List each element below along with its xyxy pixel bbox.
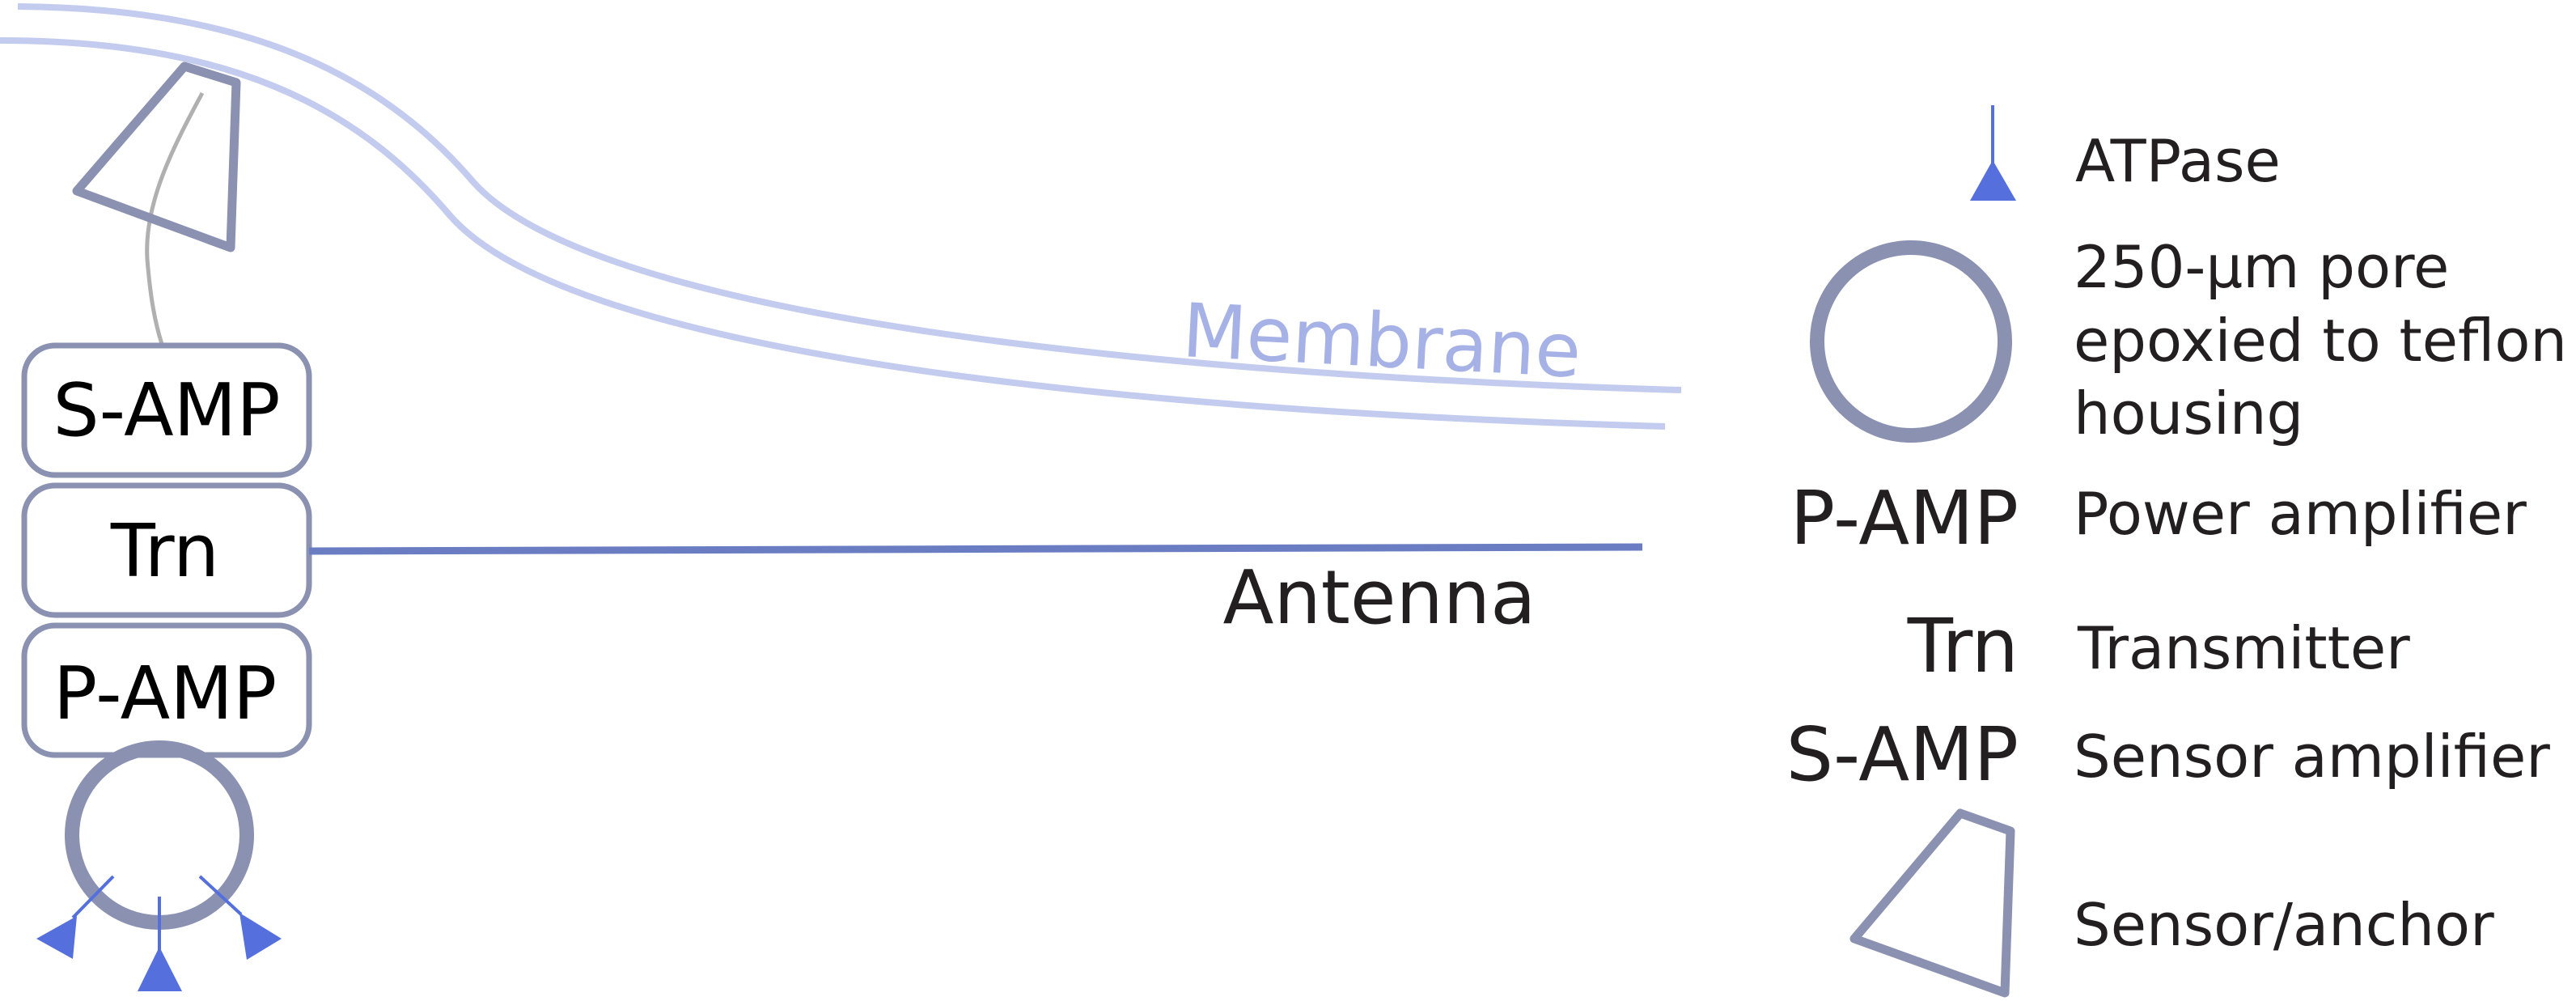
membrane-outer-line: [17, 3, 1682, 393]
sensor-anchor-wire: [145, 91, 205, 345]
legend-atpase-label: ATPase: [2075, 127, 2281, 195]
atpase-left-stem: [71, 875, 115, 919]
antenna-line: [308, 543, 1643, 555]
module-stack: S-AMP Trn P-AMP: [21, 342, 312, 758]
legend-trn-description: Transmitter: [2077, 614, 2410, 682]
legend-sensor-anchor-icon: [1849, 808, 2015, 998]
membrane: [0, 3, 1682, 430]
legend-trn-abbr: Trn: [1907, 603, 2019, 689]
pore-atpases: [36, 875, 282, 991]
trn-box-label: Trn: [110, 509, 219, 594]
membrane-inner-line: [0, 37, 1666, 430]
legend-pore-label-line1: 250-µm pore: [2074, 233, 2449, 301]
legend-pore-icon: [1810, 240, 2012, 443]
legend-p-amp-abbr: P-AMP: [1790, 475, 2019, 562]
s-amp-box-label: S-AMP: [53, 368, 280, 453]
atpase-center-icon: [138, 947, 182, 991]
s-amp-box: [21, 342, 312, 478]
membrane-label: Membrane: [1180, 287, 1583, 395]
legend-s-amp-description: Sensor amplifier: [2074, 723, 2550, 791]
legend-p-amp-description: Power amplifier: [2074, 480, 2527, 548]
legend-pore-label-line3: housing: [2074, 380, 2303, 447]
legend-atpase-icon: [1970, 160, 2016, 201]
legend-s-amp-abbr: S-AMP: [1786, 711, 2019, 798]
legend: ATPase 250-µm pore epoxied to teflon hou…: [1786, 105, 2567, 998]
atpase-left-icon: [36, 916, 77, 959]
sensor-anchor-icon: [72, 62, 241, 252]
p-amp-box-label: P-AMP: [53, 651, 277, 736]
atpase-right-stem: [198, 875, 243, 916]
atpase-right-icon: [239, 913, 282, 960]
legend-pore-label-line2: epoxied to teflon: [2074, 307, 2567, 375]
legend-sensor-anchor-label: Sensor/anchor: [2074, 891, 2494, 959]
antenna-label: Antenna: [1223, 554, 1536, 641]
